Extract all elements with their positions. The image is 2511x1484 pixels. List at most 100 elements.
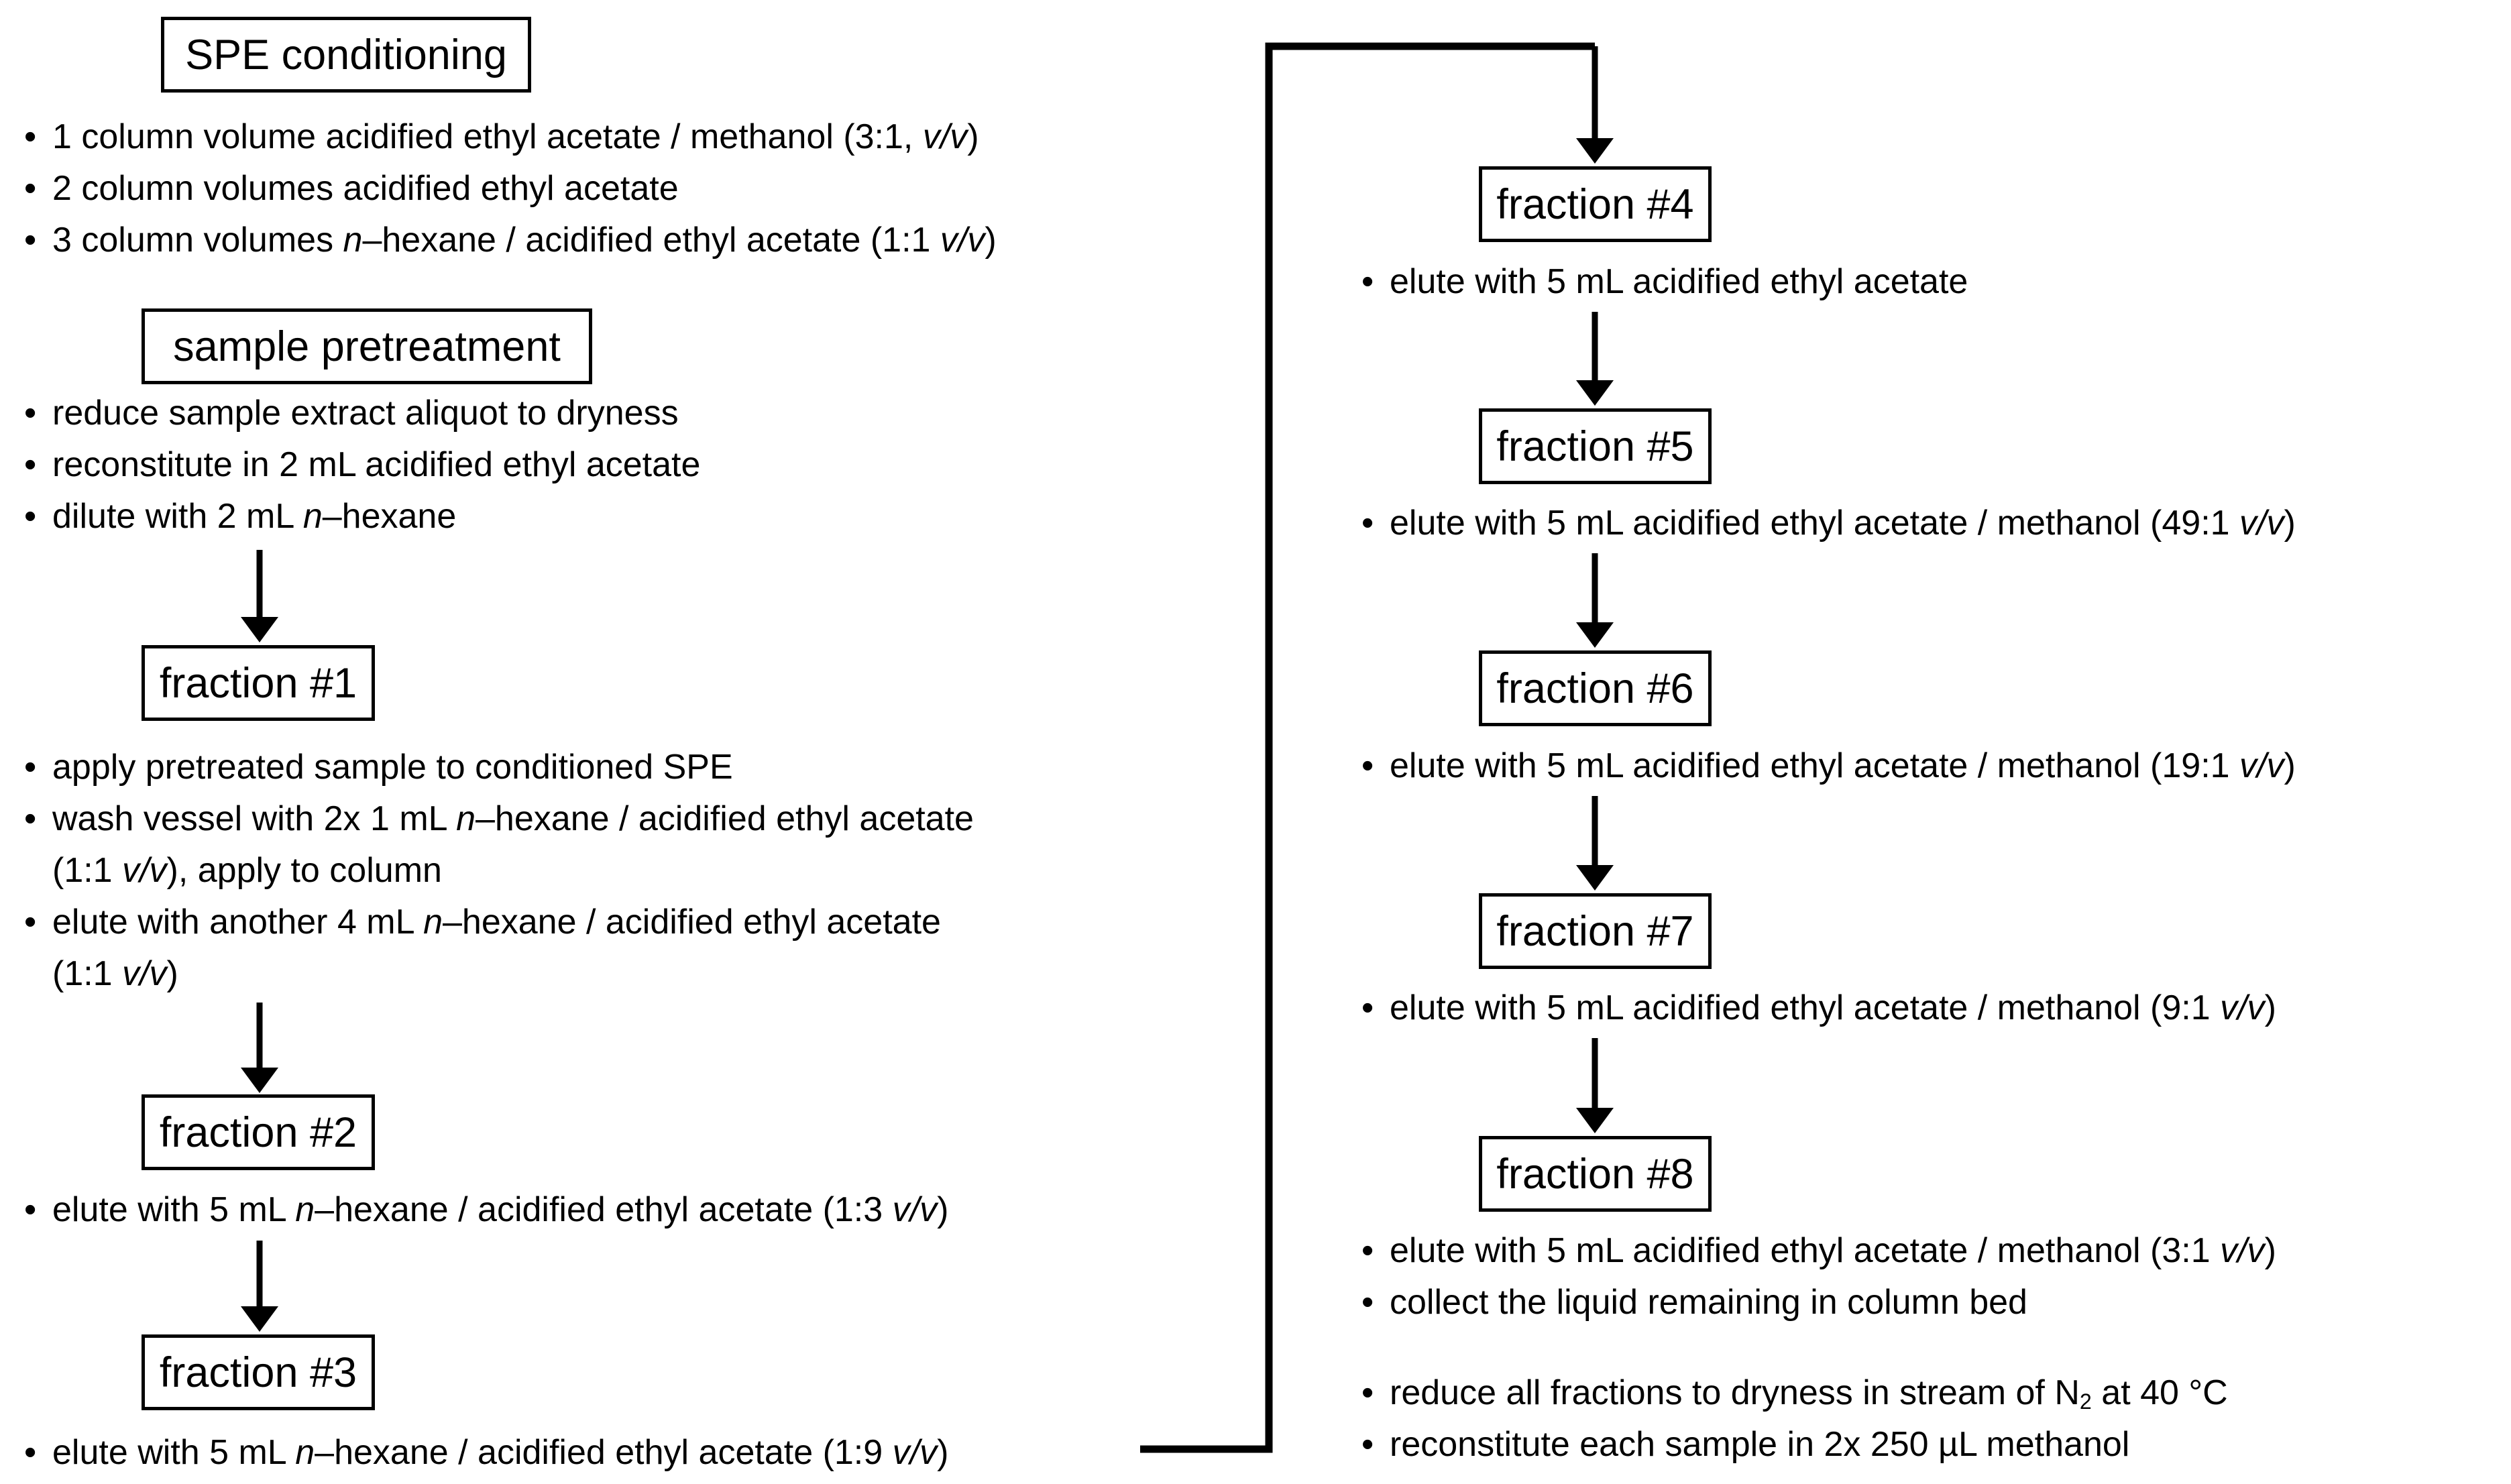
final-steps-list: • reduce all fractions to dryness in stre… [1361, 1367, 2228, 1471]
list-item: • 3 column volumes n–hexane / acidified e… [24, 215, 997, 266]
bullet-dot: • [24, 169, 37, 208]
fraction-7-list: •elute with 5 mL acidified ethyl acetate… [1361, 982, 2276, 1034]
arrowhead-icon [241, 617, 278, 642]
list-item-text: elute with 5 mL acidified ethyl acetate … [1390, 1231, 2276, 1270]
fraction-3-list: •elute with 5 mL n–hexane / acidified et… [24, 1427, 948, 1479]
fraction-4-list: •elute with 5 mL acidified ethyl acetate [1361, 256, 1968, 308]
fraction-5-box: fraction #5 [1479, 408, 1712, 484]
list-item: •elute with 5 mL acidified ethyl acetate… [1361, 498, 2296, 549]
list-item: • apply pretreated sample to conditioned … [24, 742, 974, 793]
list-item-text: dilute with 2 mL n–hexane [52, 497, 457, 536]
bullet-dot: • [24, 1190, 37, 1229]
list-item-text: reduce sample extract aliquot to dryness [52, 394, 679, 433]
list-item: •elute with 5 mL n–hexane / acidified et… [24, 1427, 948, 1479]
list-item: • reconstitute each sample in 2x 250 µL m… [1361, 1419, 2228, 1471]
arrowhead-icon [1576, 865, 1614, 891]
arrow-fraction5-to-fraction6 [1576, 553, 1614, 648]
list-item: • elute with another 4 mL n–hexane / acid… [24, 897, 974, 948]
fraction-8-box: fraction #8 [1479, 1136, 1712, 1212]
arrowhead-icon [1576, 622, 1614, 648]
fraction-2-box: fraction #2 [142, 1094, 375, 1170]
list-item-text: elute with 5 mL acidified ethyl acetate … [1390, 746, 2296, 785]
spe-conditioning-list: • 1 column volume acidified ethyl acetate… [24, 111, 997, 266]
bullet-dot: • [24, 497, 37, 536]
list-item: • 2 column volumes acidified ethyl acetat… [24, 163, 997, 215]
bullet-dot: • [1361, 746, 1374, 785]
list-item: • dilute with 2 mL n–hexane [24, 491, 700, 543]
list-item: • reduce sample extract aliquot to drynes… [24, 388, 700, 439]
fraction-1-box: fraction #1 [142, 645, 375, 721]
list-item: •elute with 5 mL acidified ethyl acetate [1361, 256, 1968, 308]
list-item-text: 3 column volumes n–hexane / acidified et… [52, 221, 997, 260]
arrowhead-icon [241, 1068, 278, 1093]
bullet-dot: • [24, 445, 37, 484]
bullet-dot: • [24, 394, 37, 433]
list-item-text: (1:1 v/v) [52, 954, 178, 993]
bullet-dot: • [1361, 1425, 1374, 1464]
arrowhead-icon [1576, 138, 1614, 164]
fraction-4-box: fraction #4 [1479, 166, 1712, 242]
arrowhead-icon [1576, 380, 1614, 406]
list-item-text: wash vessel with 2x 1 mL n–hexane / acid… [52, 799, 974, 838]
arrow-fraction2-to-fraction3 [241, 1241, 278, 1332]
list-item-continuation: •(1:1 v/v) [24, 948, 974, 1000]
list-item-text: reduce all fractions to dryness in strea… [1390, 1373, 2228, 1414]
fraction-5-list: •elute with 5 mL acidified ethyl acetate… [1361, 498, 2296, 549]
list-item-text: elute with another 4 mL n–hexane / acidi… [52, 903, 941, 941]
spe-conditioning-box-label: SPE conditioning [185, 31, 507, 78]
bullet-dot: • [1361, 1283, 1374, 1322]
fraction-1-list: • apply pretreated sample to conditioned … [24, 742, 974, 1000]
bullet-dot: • [24, 117, 37, 156]
fraction-7-box: fraction #7 [1479, 893, 1712, 969]
sample-pretreatment-box: sample pretreatment [142, 308, 592, 384]
list-item: •reconstitute in 2 mL acidified ethyl ac… [24, 439, 700, 491]
fraction-2-box-label: fraction #2 [159, 1108, 357, 1156]
list-item-text: collect the liquid remaining in column b… [1390, 1283, 2027, 1322]
list-item-text: apply pretreated sample to conditioned S… [52, 748, 733, 787]
list-item-text: 1 column volume acidified ethyl acetate … [52, 117, 979, 156]
arrow-fraction7-to-fraction8 [1576, 1038, 1614, 1133]
list-item: • elute with 5 mL n–hexane / acidified et… [24, 1184, 948, 1236]
fraction-5-box-label: fraction #5 [1496, 422, 1694, 470]
list-item-text: reconstitute each sample in 2x 250 µL me… [1390, 1425, 2130, 1464]
list-item: • reduce all fractions to dryness in stre… [1361, 1367, 2228, 1419]
list-item-text: elute with 5 mL acidified ethyl acetate … [1390, 988, 2276, 1027]
sample-pretreatment-list: • reduce sample extract aliquot to drynes… [24, 388, 700, 543]
bullet-dot: • [24, 221, 37, 260]
bullet-dot: • [24, 903, 37, 941]
list-item: • elute with 5 mL acidified ethyl acetate… [1361, 740, 2296, 792]
list-item-text: (1:1 v/v), apply to column [52, 851, 442, 890]
fraction-8-box-label: fraction #8 [1496, 1150, 1694, 1198]
fraction-7-box-label: fraction #7 [1496, 907, 1694, 955]
arrow-pretreatment-to-fraction1 [241, 550, 278, 642]
list-item: • collect the liquid remaining in column … [1361, 1277, 2276, 1328]
list-item: • elute with 5 mL acidified ethyl acetate… [1361, 1225, 2276, 1277]
bullet-dot: • [1361, 262, 1374, 301]
fraction-3-box-label: fraction #3 [159, 1349, 357, 1396]
arrow-fraction4-to-fraction5 [1576, 312, 1614, 406]
list-item-text: 2 column volumes acidified ethyl acetate [52, 169, 679, 208]
fraction-6-box-label: fraction #6 [1496, 665, 1694, 712]
list-item: • wash vessel with 2x 1 mL n–hexane / aci… [24, 793, 974, 845]
arrow-connector-to-fraction4 [1576, 46, 1614, 164]
list-item-text: elute with 5 mL acidified ethyl acetate … [1390, 504, 2296, 543]
elbow-connector [1140, 42, 1595, 1453]
arrowhead-icon [1576, 1108, 1614, 1133]
sample-pretreatment-box-label: sample pretreatment [173, 323, 561, 370]
fraction-2-list: • elute with 5 mL n–hexane / acidified et… [24, 1184, 948, 1236]
bullet-dot: • [24, 799, 37, 838]
bullet-dot: • [24, 748, 37, 787]
arrow-fraction1-to-fraction2 [241, 1003, 278, 1093]
fraction-1-box-label: fraction #1 [159, 659, 357, 707]
arrowhead-icon [241, 1306, 278, 1332]
bullet-dot: • [1361, 1231, 1374, 1270]
fraction-6-box: fraction #6 [1479, 650, 1712, 726]
fraction-8-list: • elute with 5 mL acidified ethyl acetate… [1361, 1225, 2276, 1328]
list-item-continuation: •(1:1 v/v), apply to column [24, 845, 974, 897]
bullet-dot: • [1361, 1373, 1374, 1412]
arrow-fraction6-to-fraction7 [1576, 796, 1614, 891]
spe-conditioning-box: SPE conditioning [161, 17, 531, 93]
list-item-text: elute with 5 mL n–hexane / acidified eth… [52, 1190, 949, 1229]
